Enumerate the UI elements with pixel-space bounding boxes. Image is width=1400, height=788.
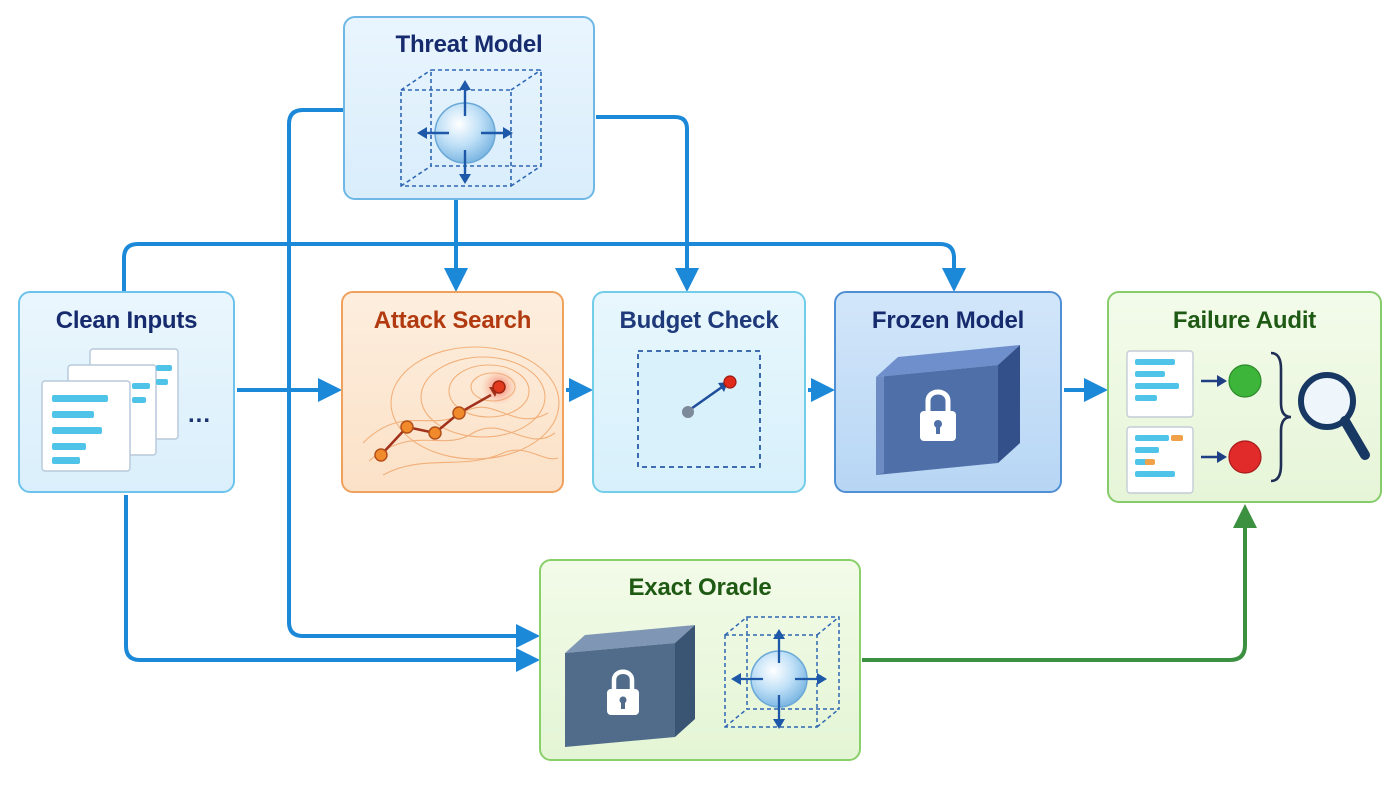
budget-check-title: Budget Check [619, 307, 779, 334]
frozen-model-title: Frozen Model [871, 307, 1025, 334]
exact-oracle-node: Exact Oracle [539, 559, 861, 761]
edge-exact-oracle-to-failure-audit [862, 504, 1257, 662]
edge-clean-inputs-to-frozen-model [122, 242, 966, 292]
clean-inputs-title: Clean Inputs [55, 307, 198, 334]
threat-model-node: Threat Model [343, 16, 595, 200]
frozen-model-node: Frozen Model [834, 291, 1062, 493]
budget-check-node: Budget Check [592, 291, 806, 493]
failure-audit-title: Failure Audit [1172, 307, 1317, 334]
oracle-verifier-icon [565, 616, 840, 747]
attack-search-title: Attack Search [373, 307, 532, 334]
more-inputs-ellipsis: ... [188, 401, 212, 428]
failure-audit-node: Failure Audit [1107, 291, 1382, 503]
edge-threat-model-to-budget-check [596, 115, 699, 292]
exact-oracle-title: Exact Oracle [628, 574, 772, 601]
clean-inputs-node: ... Clean Inputs [18, 291, 235, 493]
edge-threat-model-to-exact-oracle [287, 108, 540, 648]
attack-search-node: Attack Search [341, 291, 564, 493]
edge-clean-inputs-to-exact-oracle [124, 495, 540, 672]
audit-report-icon [1126, 350, 1370, 494]
perturbation-ball-icon [400, 69, 542, 187]
threat-model-title: Threat Model [395, 31, 543, 58]
locked-model-icon [876, 345, 1020, 475]
budget-region-icon [637, 350, 761, 468]
loss-landscape-icon [362, 346, 560, 476]
document-stack-icon [41, 348, 179, 472]
